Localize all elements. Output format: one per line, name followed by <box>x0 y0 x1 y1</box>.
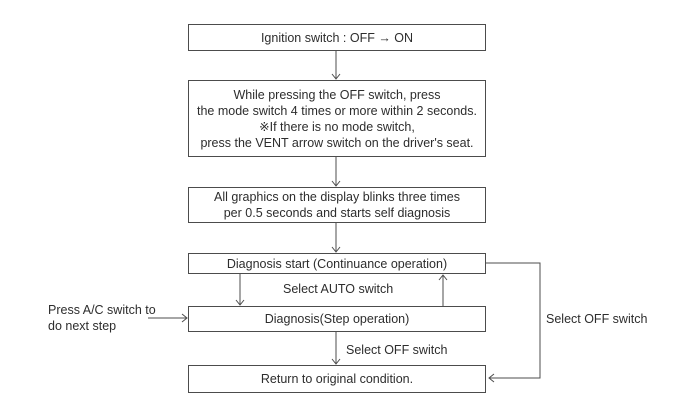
edge-label-select-off-switch-loop: Select OFF switch <box>546 312 648 326</box>
flow-box-mode-switch: While pressing the OFF switch, press the… <box>188 80 486 157</box>
flow-box-ignition-text: Ignition switch : OFF → ON <box>260 30 414 45</box>
flow-box-diagnosis-step: Diagnosis(Step operation) <box>188 306 486 332</box>
flow-box-mode-line4: press the VENT arrow switch on the drive… <box>200 135 474 150</box>
flow-box-blink-line2: per 0.5 seconds and starts self diagnosi… <box>223 206 451 220</box>
edge-label-press-ac-line2: to do next step <box>48 303 156 333</box>
edge-label-select-off-switch-step: Select OFF switch <box>346 343 448 357</box>
arrow-press-ac-to-diag-step <box>148 313 188 323</box>
flow-box-blink-line1: All graphics on the display blinks three… <box>214 190 460 204</box>
arrow-diag-step-to-return <box>331 332 341 365</box>
flow-box-ignition-switch: Ignition switch : OFF → ON <box>188 24 486 51</box>
flow-box-diagnosis-step-text: Diagnosis(Step operation) <box>264 312 410 326</box>
flow-box-display-blink: All graphics on the display blinks three… <box>188 187 486 223</box>
arrow-diag-start-loop-to-return <box>486 262 541 383</box>
arrow-ignition-to-mode <box>331 51 341 80</box>
flow-box-mode-line1: While pressing the OFF switch, press <box>233 87 441 102</box>
flow-box-return-text: Return to original condition. <box>260 372 414 386</box>
arrow-diag-start-to-step <box>235 274 245 306</box>
arrow-diag-step-to-start <box>438 274 448 306</box>
flow-box-diagnosis-start-text: Diagnosis start (Continuance operation) <box>226 256 448 271</box>
edge-label-select-auto-switch: Select AUTO switch <box>283 282 394 296</box>
arrow-blink-to-diag-start <box>331 223 341 253</box>
flow-box-mode-line3: ※If there is no mode switch, <box>259 119 415 134</box>
flow-box-diagnosis-start: Diagnosis start (Continuance operation) <box>188 253 486 274</box>
edge-label-press-ac-switch: Press A/C switch to do next step <box>48 302 158 334</box>
edge-label-press-ac-line1: Press A/C switch <box>48 303 142 317</box>
flow-box-return-condition: Return to original condition. <box>188 365 486 393</box>
flow-box-mode-line2: the mode switch 4 times or more within 2… <box>197 103 477 118</box>
arrow-mode-to-blink <box>331 157 341 187</box>
